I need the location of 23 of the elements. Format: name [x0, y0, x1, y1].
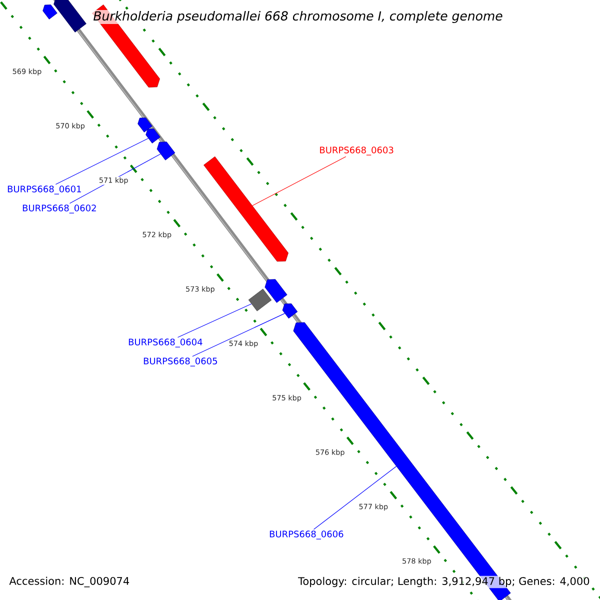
gene-label: BURPS668_0604 [128, 338, 202, 348]
gene-feature [264, 279, 288, 303]
gene-label: BURPS668_0606 [270, 530, 344, 540]
leader-line [252, 156, 346, 206]
title: Burkholderia pseudomallei 668 chromosome I, complete genome [92, 10, 504, 24]
footer-text: Topology: circular; Length: 3,912,947 bp; Genes: 4,000 [297, 576, 591, 588]
gene-label: BURPS668_0605 [144, 358, 217, 366]
leader-line [313, 466, 397, 530]
gene-feature [54, 0, 86, 32]
gene-feature [42, 4, 58, 20]
leader-line [55, 138, 149, 185]
gene-feature [146, 128, 160, 144]
footer-text: Accession: NC_009074 [8, 576, 131, 588]
gene-label: BURPS668_0601 [8, 186, 81, 194]
gene-label: BURPS668_0602 [22, 204, 96, 214]
gene-feature [204, 156, 288, 262]
gene-feature [282, 303, 298, 319]
leader-line [192, 313, 286, 357]
gene-feature [156, 142, 176, 160]
gene-label: BURPS668_0603 [320, 146, 394, 156]
gene-feature [248, 288, 272, 312]
gene-feature [138, 118, 152, 132]
leader-line [177, 304, 252, 338]
